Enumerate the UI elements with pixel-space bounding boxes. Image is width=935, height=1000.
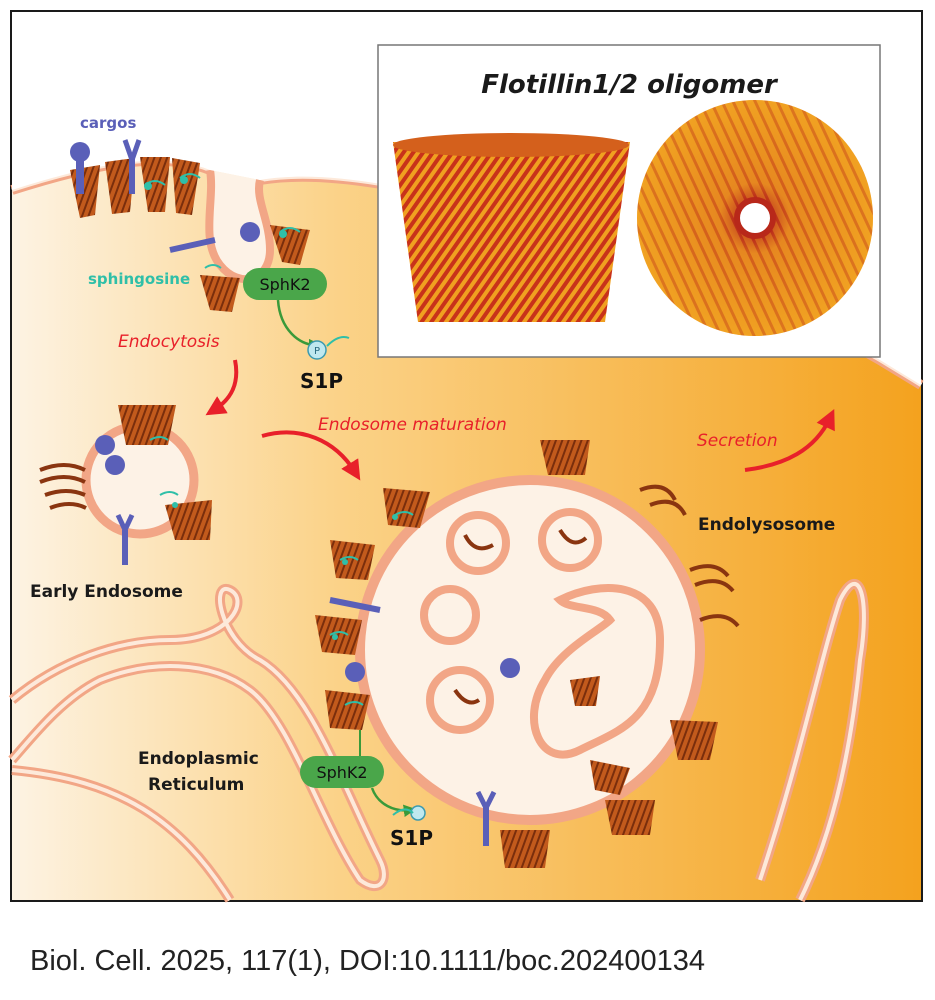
secretion-label: Secretion [697, 431, 778, 451]
phosphate-label-top: P [314, 346, 320, 357]
endosome-maturation-arrow [261, 430, 361, 481]
inset-title: Flotillin1/2 oligomer [481, 70, 779, 100]
sphk2-label-top: SphK2 [259, 275, 310, 294]
membrane-invagination [205, 169, 275, 284]
s1p-label-top: S1P [300, 369, 343, 393]
endolysosome-label: Endolysosome [698, 515, 835, 535]
early-endosome-label: Early Endosome [30, 582, 183, 602]
s1p-label-bottom: S1P [390, 826, 433, 850]
flotillin-oligomer-inset: Flotillin1/2 oligomer [377, 44, 881, 358]
phosphate-bottom [410, 805, 426, 821]
sphk2-enzyme-top [243, 268, 327, 300]
cargos-label: cargos [80, 114, 136, 132]
early-endosome [39, 405, 212, 565]
endolysosome [315, 440, 740, 868]
endocytosis-arrow [205, 359, 239, 416]
sphk2-enzyme-bottom [300, 756, 384, 788]
phosphate-top [307, 340, 327, 360]
sphingosine-molecules-top [144, 173, 301, 269]
er-label-line2: Reticulum [148, 775, 244, 795]
citation-text: Biol. Cell. 2025, 117(1), DOI:10.1111/bo… [30, 945, 705, 977]
secretion-arrow [744, 408, 835, 472]
membrane-flotillin-clusters [70, 157, 310, 312]
sphk2-label-bottom: SphK2 [316, 763, 367, 782]
sphingosine-label: sphingosine [88, 270, 190, 288]
er-label-line1: Endoplasmic [138, 749, 259, 769]
endocytosis-label: Endocytosis [118, 332, 220, 352]
cargo-proteins-top [70, 139, 260, 253]
endosome-maturation-label: Endosome maturation [318, 415, 507, 435]
oligomer-side-view [393, 142, 630, 322]
